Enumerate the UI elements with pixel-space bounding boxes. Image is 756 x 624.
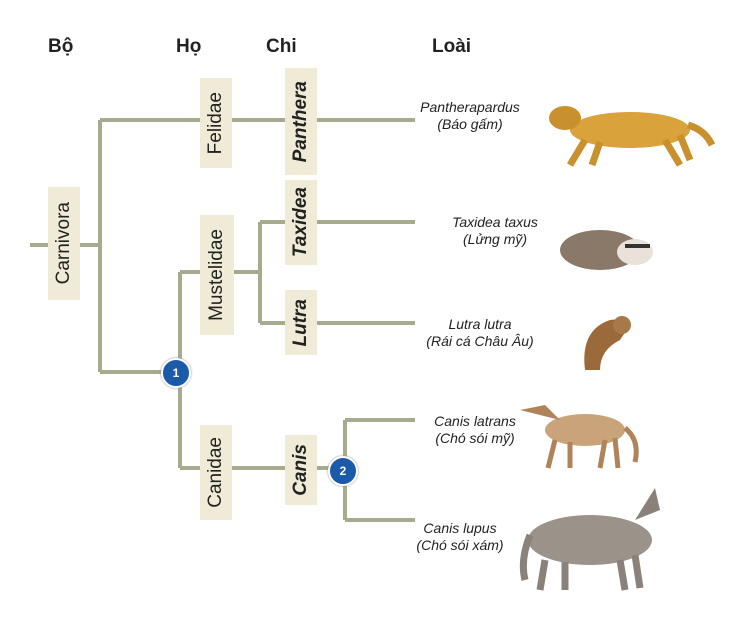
species-coyote: Canis latrans(Chó sói mỹ) — [400, 413, 550, 447]
family-label: Canidae — [205, 437, 226, 508]
species-badger: Taxidea taxus(Lửng mỹ) — [420, 214, 570, 248]
family-box-felidae: Felidae — [200, 78, 232, 168]
species-common-name: (Lửng mỹ) — [462, 231, 528, 247]
header-family: Họ — [176, 36, 202, 57]
species-common-name: (Rái cá Châu Âu) — [426, 333, 534, 349]
header-genus: Chi — [266, 36, 297, 57]
family-box-mustelidae: Mustelidae — [200, 215, 234, 335]
species-common-name: (Chó sói mỹ) — [435, 430, 515, 446]
species-gray-wolf: Canis lupus(Chó sói xám) — [385, 520, 535, 554]
badger-image — [560, 230, 653, 270]
species-name: Canis latrans — [434, 413, 516, 429]
node-1: 1 — [161, 358, 191, 388]
species-name: Taxidea taxus — [452, 214, 538, 230]
node-2: 2 — [328, 456, 358, 486]
genus-box-taxidea: Taxidea — [285, 180, 317, 265]
coyote-image — [520, 405, 639, 469]
genus-box-lutra: Lutra — [285, 290, 317, 355]
species-name: Lutra lutra — [448, 316, 512, 332]
genus-label: Lutra — [290, 298, 311, 347]
leopard-image — [549, 106, 716, 167]
order-box: Carnivora — [48, 187, 80, 300]
species-name: Pantherapardus — [420, 99, 520, 115]
species-name: Canis lupus — [423, 520, 497, 536]
species-leopard: Pantherapardus(Báo gấm) — [395, 99, 545, 133]
family-label: Mustelidae — [206, 229, 227, 321]
family-label: Felidae — [205, 91, 226, 155]
otter-image — [584, 316, 631, 370]
species-common-name: (Chó sói xám) — [416, 537, 504, 553]
species-otter: Lutra lutra(Rái cá Châu Âu) — [405, 316, 555, 350]
family-box-canidae: Canidae — [200, 425, 232, 520]
genus-label: Panthera — [290, 80, 311, 163]
order-label: Carnivora — [53, 202, 74, 285]
genus-label: Taxidea — [290, 187, 311, 258]
species-common-name: (Báo gấm) — [437, 116, 503, 132]
header-order: Bộ — [48, 36, 74, 57]
gray-wolf-image — [519, 488, 660, 591]
genus-box-canis: Canis — [285, 435, 317, 505]
header-species: Loài — [432, 36, 472, 57]
genus-box-panthera: Panthera — [285, 68, 317, 175]
genus-label: Canis — [290, 444, 311, 496]
